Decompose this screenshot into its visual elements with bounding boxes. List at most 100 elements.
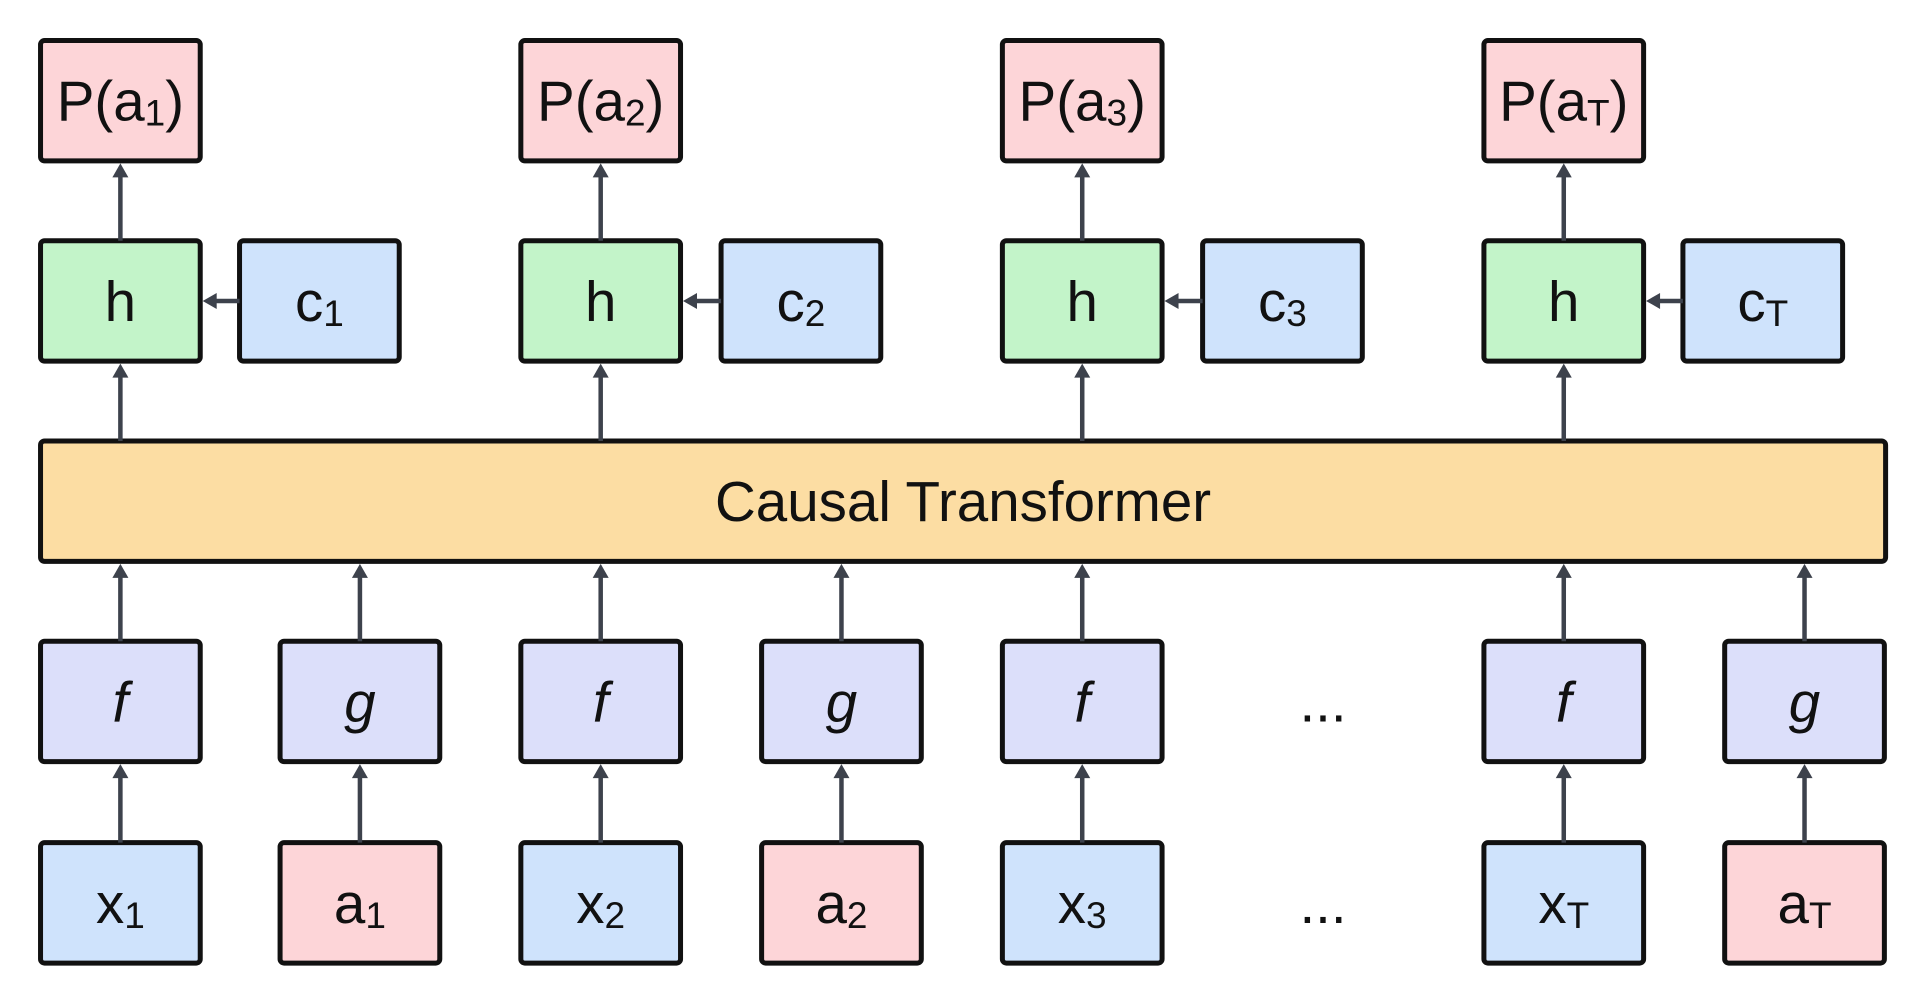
encoder-label-2: g [344,670,375,733]
arrow-encoder-to-transformer-6-head [1555,563,1572,578]
arrow-encoder-to-transformer-5-head [1074,563,1091,578]
hidden-label-4-main: h [1548,269,1579,332]
arrow-context-to-h-3-head [1164,292,1179,309]
input-label-6: xT [1538,871,1589,935]
arrow-encoder-to-transformer-7-head [1796,563,1813,578]
arrow-encoder-to-transformer-3-head [592,563,609,578]
input-label-5-main: x [1058,871,1086,934]
input-label-5: x3 [1058,871,1107,935]
input-label-4-main: a [815,871,847,934]
context-label-2-sub: 2 [805,292,826,333]
input-label-2-main: a [334,871,366,934]
context-label-4-main: c [1737,269,1765,332]
context-label-3-main: c [1258,269,1286,332]
arrow-input-to-encoder-1-head [112,764,129,779]
output-box-1 [38,38,203,164]
arrow-encoder-to-transformer-4-head [833,563,850,578]
arrow-transformer-to-h-2-head [592,363,609,378]
arrow-input-to-encoder-6-head [1555,764,1572,779]
causal-transformer-label-main: Causal Transformer [715,470,1211,533]
input-label-2-sub: 1 [365,894,386,935]
arrow-input-to-encoder-2-head [351,764,368,779]
arrow-input-to-encoder-4-head [833,764,850,779]
input-label-4: a2 [815,871,867,935]
context-label-2-main: c [777,269,805,332]
hidden-label-3-main: h [1067,269,1098,332]
output-box-4 [1481,38,1647,164]
ellipsis-inputs: ... [1299,871,1346,934]
output-label-4-main: P(a [1499,69,1588,132]
output-label-4-sub: T [1587,92,1610,133]
arrow-transformer-to-h-4-head [1555,363,1572,378]
output-label-2-sub: 2 [625,92,646,133]
hidden-label-3: h [1067,269,1098,332]
output-label-3-main: P(a [1019,69,1108,132]
encoder-label-7: g [1789,670,1820,733]
input-label-4-sub: 2 [847,894,868,935]
output-label-1-sub: 1 [145,92,166,133]
arrow-h-to-output-4-head [1555,163,1572,178]
arrow-h-to-output-3-head [1074,163,1091,178]
input-label-1: x1 [96,871,145,935]
encoder-label-2-main: g [344,670,375,733]
output-box-3 [999,38,1165,164]
input-label-6-main: x [1538,871,1566,934]
context-label-4-sub: T [1766,292,1789,333]
input-label-6-sub: T [1567,894,1590,935]
hidden-label-4: h [1548,269,1579,332]
output-label-2-close: ) [646,69,665,132]
causal-transformer-block [38,438,1889,564]
output-label-4: P(aT) [1499,69,1628,133]
hidden-label-2: h [585,269,616,332]
output-label-3: P(a3) [1019,69,1146,133]
context-label-3-sub: 3 [1286,292,1307,333]
output-label-2: P(a2) [537,69,664,133]
input-label-3: x2 [576,871,625,935]
input-label-7-sub: T [1809,894,1832,935]
ellipsis-encoders: ... [1299,670,1346,733]
hidden-label-1: h [105,269,136,332]
input-label-1-main: x [96,871,124,934]
arrow-transformer-to-h-1-head [112,363,129,378]
causal-transformer-label: Causal Transformer [715,470,1211,533]
arrow-h-to-output-2-head [592,163,609,178]
output-label-3-close: ) [1127,69,1146,132]
context-label-2: c2 [777,269,826,333]
ellipsis-inputs-main: ... [1299,871,1346,934]
input-label-7: aT [1778,871,1832,935]
arrow-input-to-encoder-7-head [1796,764,1813,779]
context-label-1-main: c [295,269,323,332]
arrow-context-to-h-2-head [682,292,697,309]
output-label-1: P(a1) [57,69,184,133]
context-label-3: c3 [1258,269,1307,333]
output-label-1-close: ) [165,69,184,132]
input-label-3-main: x [576,871,604,934]
input-label-3-sub: 2 [605,894,626,935]
input-label-5-sub: 3 [1086,894,1107,935]
input-label-7-main: a [1778,871,1810,934]
output-label-2-main: P(a [537,69,626,132]
arrow-context-to-h-1-head [202,292,217,309]
context-label-1: c1 [295,269,344,333]
arrow-input-to-encoder-5-head [1074,764,1091,779]
arrow-h-to-output-1-head [112,163,129,178]
encoder-label-7-main: g [1789,670,1820,733]
input-label-1-sub: 1 [124,894,145,935]
hidden-label-2-main: h [585,269,616,332]
arrow-context-to-h-4-head [1646,292,1661,309]
arrow-encoder-to-transformer-1-head [112,563,129,578]
context-label-4: cT [1737,269,1788,333]
output-label-3-sub: 3 [1106,92,1127,133]
encoder-label-4-main: g [826,670,857,733]
hidden-label-1-main: h [105,269,136,332]
input-label-2: a1 [334,871,386,935]
output-label-1-main: P(a [57,69,146,132]
ellipsis-encoders-main: ... [1299,670,1346,733]
output-box-2 [518,38,684,164]
encoder-label-4: g [826,670,857,733]
output-label-4-close: ) [1610,69,1629,132]
arrow-encoder-to-transformer-2-head [351,563,368,578]
context-label-1-sub: 1 [323,292,344,333]
arrow-input-to-encoder-3-head [592,764,609,779]
